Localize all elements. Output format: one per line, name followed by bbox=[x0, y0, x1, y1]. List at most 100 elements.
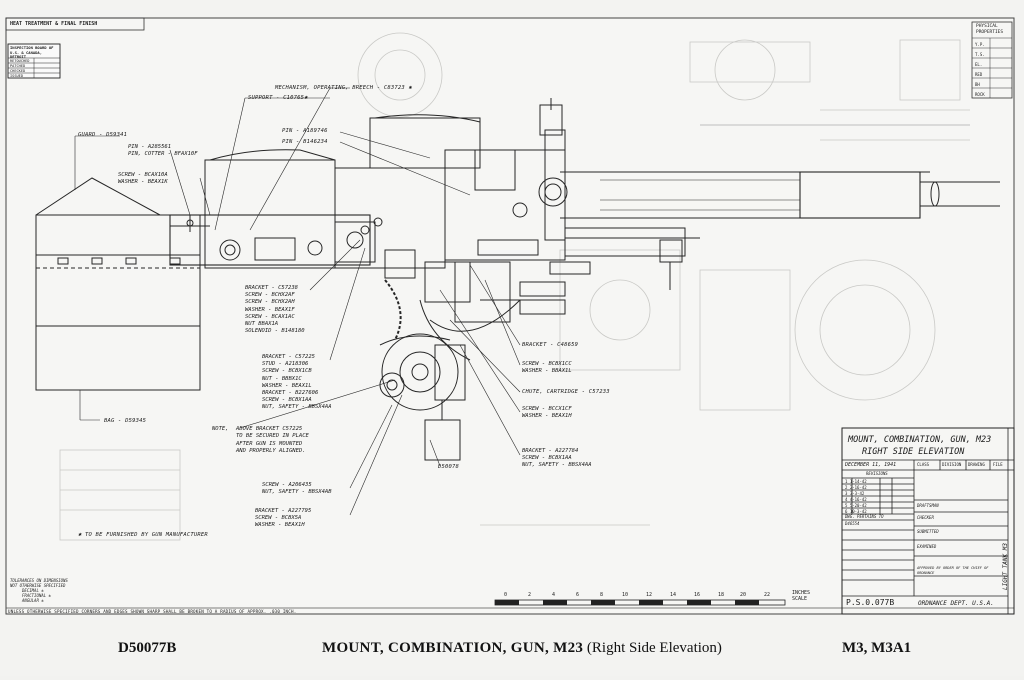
callout-bracket-group-2: BRACKET - C57225 STUD - A218306 SCREW - … bbox=[262, 354, 332, 412]
title-block-col: DRAWING bbox=[968, 462, 985, 467]
inspection-board-title: INSPECTION BOARD OF U.S. & CANADA, DETRO… bbox=[10, 45, 54, 59]
callout-line: BRACKET - C57225 bbox=[262, 354, 315, 360]
inspection-row: CHECKED bbox=[10, 69, 26, 73]
revision-row: 4 4-16-42 bbox=[845, 497, 867, 502]
callout-pin-1: PIN - A189746 bbox=[282, 128, 328, 134]
note-line: AND PROPERLY ALIGNED. bbox=[236, 447, 306, 454]
callout-line: BRACKET - C57238 bbox=[245, 285, 298, 291]
revision-row: 5 5-20-42 bbox=[845, 503, 867, 508]
caption-model: M3, M3A1 bbox=[842, 640, 912, 656]
inspection-rows: RETOUCHED PATCHED CHECKED ISSUED bbox=[10, 59, 29, 79]
scale-tick: 22 bbox=[764, 592, 771, 598]
callout-support: SUPPORT - C10765✱ bbox=[248, 95, 308, 101]
leader-lines bbox=[74, 87, 521, 516]
inspection-row: RETOUCHED bbox=[10, 59, 30, 63]
callout-line: SCREW - A206435 bbox=[262, 482, 312, 488]
callout-screw-washer-b: SCREW - BCBX1CC WASHER - BBAX1L bbox=[522, 361, 572, 375]
revision-row: 2 2-16-42 bbox=[845, 485, 867, 490]
scale-tick: 14 bbox=[670, 592, 677, 598]
callout-line: PIN, COTTER - BFAX10F bbox=[128, 151, 198, 158]
property-row: T.S. bbox=[975, 52, 985, 57]
callout-line: SCREW - BCHX2AF bbox=[245, 292, 295, 299]
side-vehicle-label: LIGHT TANK M3 bbox=[1002, 543, 1009, 590]
callout-screw-washer-c: SCREW - BCCX1CF WASHER - BEAX1H bbox=[522, 406, 572, 420]
caption-drawing-code: D50077B bbox=[118, 640, 177, 656]
scale-tick: 16 bbox=[694, 592, 701, 598]
role-checker: CHECKER bbox=[917, 515, 934, 520]
dwg-pertains-number: D46554 bbox=[845, 521, 860, 526]
callout-line: SCREW - BCAX10A bbox=[118, 172, 168, 178]
furnished-note: ✱ TO BE FURNISHED BY GUN MANUFACTURER bbox=[78, 532, 208, 538]
inspection-row: ISSUED bbox=[10, 74, 23, 78]
caption-title: MOUNT, COMBINATION, GUN, M23 (Right Side… bbox=[322, 640, 722, 657]
property-row: Y.P. bbox=[975, 42, 985, 47]
role-examined: EXAMINED bbox=[917, 544, 937, 549]
callout-line: BRACKET - A227795 bbox=[255, 508, 312, 514]
tolerance-line: TOLERANCES ON DIMENSIONS bbox=[10, 578, 68, 583]
property-row: RED bbox=[975, 72, 983, 77]
scale-unit-label: INCHES SCALE bbox=[792, 590, 811, 602]
callout-line: NUT, SAFETY - BBSX4AB bbox=[262, 489, 332, 496]
callout-d50078: D50078 bbox=[438, 464, 460, 470]
callout-bag: BAG - D59345 bbox=[104, 418, 147, 424]
scale-tick: 2 bbox=[528, 592, 532, 598]
title-block-col: FILE bbox=[993, 462, 1003, 467]
title-block-subtitle: RIGHT SIDE ELEVATION bbox=[862, 447, 965, 457]
tolerance-line: NOT OTHERWISE SPECIFIED bbox=[10, 583, 66, 588]
callout-line: BRACKET - B227606 bbox=[262, 390, 319, 397]
tolerances-note: TOLERANCES ON DIMENSIONS NOT OTHERWISE S… bbox=[10, 578, 68, 603]
note-line: NOTE, bbox=[212, 426, 229, 432]
callout-line: SCREW - BCBX1AA bbox=[262, 397, 312, 404]
inspection-row: PATCHED bbox=[10, 64, 26, 68]
revision-row: 3 3-3-42 bbox=[845, 491, 865, 496]
callout-line: WASHER - BEAX1H bbox=[522, 413, 572, 420]
property-row: ROCK bbox=[975, 92, 985, 97]
role-submitted: SUBMITTED bbox=[917, 529, 939, 534]
bottom-edge-note: UNLESS OTHERWISE SPECIFIED CORNERS AND E… bbox=[8, 609, 297, 614]
callout-line: BRACKET - A227784 bbox=[522, 448, 579, 454]
tolerance-line: FRACTIONAL ± bbox=[22, 593, 51, 598]
callout-bracket-e: BRACKET - A227795 SCREW - BCBX5A WASHER … bbox=[255, 508, 311, 530]
note-line: AFTER GUN IS MOUNTED bbox=[236, 440, 303, 447]
drawing-number: P.S.0.077B bbox=[846, 598, 895, 607]
role-draftsman: DRAFTSMAN bbox=[917, 503, 939, 508]
callout-note: NOTE, ABOVE BRACKET C57225 TO BE SECURED… bbox=[212, 426, 309, 455]
callout-bracket-group-1: BRACKET - C57238 SCREW - BCHX2AF SCREW -… bbox=[245, 285, 305, 335]
callout-line: SCREW - BCCX1CF bbox=[522, 406, 572, 412]
callout-line: WASHER - BEAX1L bbox=[262, 382, 312, 389]
callout-line: WASHER - BEAX1F bbox=[245, 306, 295, 313]
callout-pin-cotter: PIN - A285561 PIN, COTTER - BFAX10F bbox=[128, 144, 198, 158]
callout-line: NUT BBAX1A bbox=[245, 321, 279, 328]
callout-screw-washer-a: SCREW - BCAX10A WASHER - BEAX1K bbox=[118, 172, 168, 186]
ghost-background-drawing bbox=[59, 32, 970, 541]
property-row: BH bbox=[975, 82, 980, 87]
scale-tick: 6 bbox=[576, 592, 580, 598]
callout-line: WASHER - BEAX1K bbox=[118, 179, 168, 186]
callout-pin-2: PIN - B146234 bbox=[282, 139, 328, 145]
callout-line: WASHER - BEAX1H bbox=[255, 522, 305, 529]
callout-line: SOLENOID - B148180 bbox=[245, 328, 305, 335]
title-block-col: DIVISION bbox=[942, 462, 962, 467]
callout-line: NUT, SAFETY - BBSX4AA bbox=[522, 462, 592, 469]
scale-tick: 10 bbox=[622, 592, 629, 598]
physical-properties-rows: Y.P. T.S. EL. RED BH ROCK bbox=[975, 40, 985, 100]
role-approved: APPROVED BY ORDER OF THE CHIEF OF ORDNAN… bbox=[917, 566, 989, 575]
title-block-col: CLASS bbox=[917, 462, 930, 467]
caption-title-main: MOUNT, COMBINATION, GUN, M23 bbox=[322, 640, 584, 656]
tolerance-line: ANGULAR ± bbox=[22, 598, 44, 603]
callout-screw-nut: SCREW - A206435 NUT, SAFETY - BBSX4AB bbox=[262, 482, 332, 496]
callout-line: NUT, SAFETY - BBSX4AA bbox=[262, 404, 332, 411]
callout-mechanism: MECHANISM, OPERATING, BREECH - C83723 ✱ bbox=[275, 85, 412, 91]
heat-treatment-label: HEAT TREATMENT & FINAL FINISH bbox=[10, 21, 98, 27]
callout-line: STUD - A218306 bbox=[262, 361, 309, 368]
property-row: EL. bbox=[975, 62, 983, 67]
scale-tick: 18 bbox=[718, 592, 725, 598]
ordnance-dept: ORDNANCE DEPT. U.S.A. bbox=[918, 600, 994, 607]
callout-line: SCREW - BCBX1AA bbox=[522, 455, 572, 462]
title-block-date: DECEMBER 11, 1941 bbox=[845, 462, 897, 468]
scale-tick: 8 bbox=[600, 592, 604, 598]
callout-bracket-c: BRACKET - C48659 bbox=[522, 342, 579, 348]
callout-line: SCREW - BCBX1CB bbox=[262, 368, 312, 375]
callout-line: SCREW - BCAX1AC bbox=[245, 313, 295, 320]
callout-line: NUT - BBBX1C bbox=[262, 375, 302, 382]
